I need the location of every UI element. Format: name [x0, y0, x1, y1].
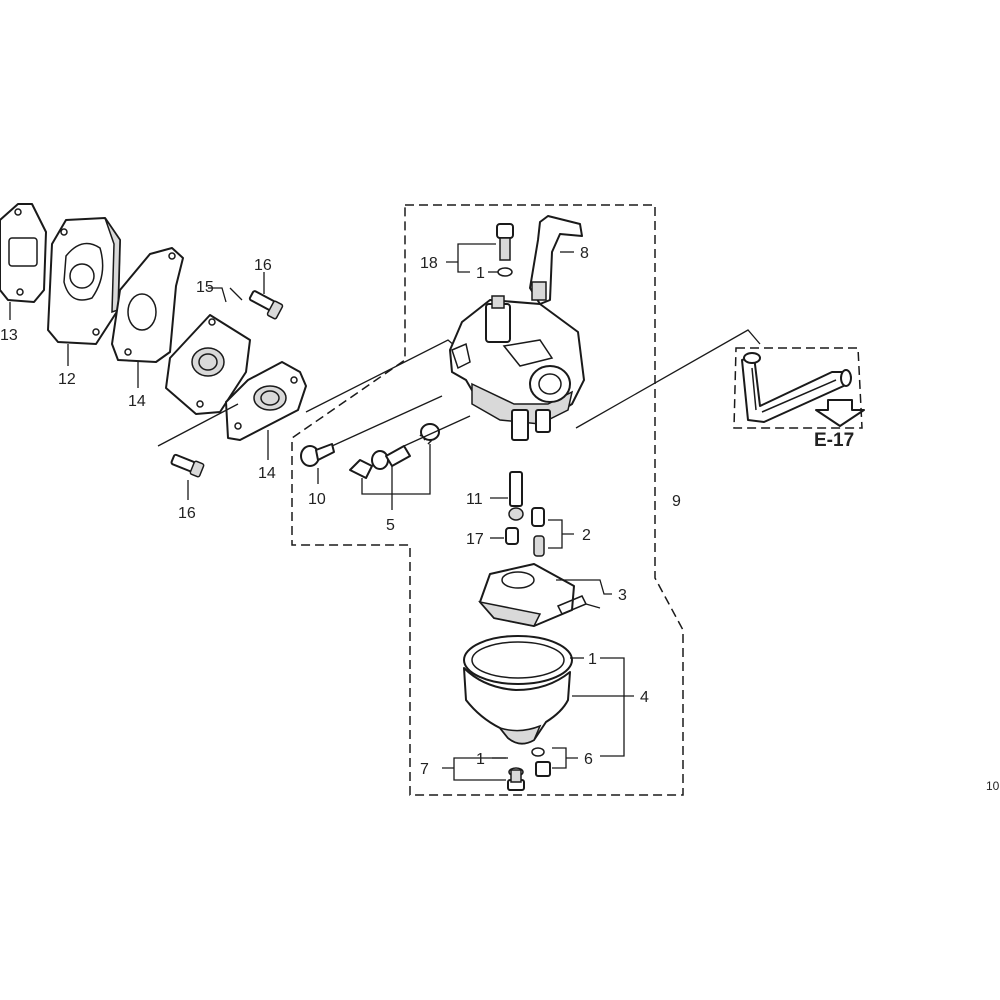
main-nozzle-11	[508, 471, 524, 521]
main-jet-17	[505, 527, 519, 545]
insulator-12	[47, 217, 121, 345]
drain-bolt-7	[507, 769, 525, 791]
screw-18	[496, 223, 514, 261]
choke-lever-8	[529, 215, 583, 305]
leader-2	[548, 519, 574, 549]
alignment-line-5	[403, 415, 471, 447]
leader-18	[446, 243, 496, 273]
callout-1-gasket: 1	[588, 651, 597, 668]
leader-6-group	[600, 657, 625, 757]
leader-7	[442, 757, 506, 781]
callout-6: 6	[584, 751, 593, 768]
gasket-14-lower	[225, 361, 307, 441]
callout-5: 5	[386, 517, 395, 534]
callout-2: 2	[582, 527, 591, 544]
callout-12: 12	[58, 371, 76, 388]
callout-1-upper: 1	[476, 265, 485, 282]
throttle-screw-10	[300, 443, 335, 467]
callout-8: 8	[580, 245, 589, 262]
callout-14-lower: 14	[258, 465, 276, 482]
reference-label-e17: E-17	[814, 430, 854, 451]
callout-17: 17	[466, 531, 484, 548]
corner-mark: 10	[986, 779, 1000, 793]
callout-18: 18	[420, 255, 438, 272]
callout-16-lower: 16	[178, 505, 196, 522]
callout-10: 10	[308, 491, 326, 508]
callout-11: 11	[466, 491, 483, 508]
bolt-16-upper	[248, 290, 284, 320]
callout-9: 9	[672, 493, 681, 510]
callout-3: 3	[618, 587, 627, 604]
callout-15: 15	[196, 279, 214, 296]
gasket-14-upper	[111, 247, 184, 363]
arrow-down-icon	[815, 399, 865, 427]
callout-13: 13	[0, 327, 18, 344]
carburetor-body	[449, 295, 585, 441]
leader-3	[556, 579, 612, 609]
carburetor-assembly-boundary	[291, 204, 684, 796]
washer-1-upper	[497, 267, 513, 277]
screw-6	[531, 747, 551, 777]
plate-15	[165, 314, 251, 415]
alignment-line-10	[331, 395, 443, 447]
fuel-line-connector	[575, 329, 761, 429]
gasket-13	[0, 203, 47, 303]
callout-7: 7	[420, 761, 429, 778]
alignment-line-right	[305, 339, 463, 413]
callout-1-lower: 1	[476, 751, 485, 768]
fuel-hose	[741, 352, 852, 423]
callout-16-upper: 16	[254, 257, 272, 274]
callout-4: 4	[640, 689, 649, 706]
bolt-16-lower	[170, 453, 205, 478]
leader-15	[208, 287, 243, 303]
alignment-line-left	[157, 403, 239, 447]
fuel-hose-boundary	[733, 347, 863, 429]
float-chamber-gasket-1	[463, 635, 573, 685]
float-bowl-4	[463, 667, 571, 745]
callout-14-upper: 14	[128, 393, 146, 410]
leader-6	[552, 747, 578, 769]
leader-5	[361, 444, 431, 510]
float-3	[477, 563, 588, 627]
screw-set-2	[531, 507, 545, 557]
pilot-screw-set-5	[349, 423, 440, 479]
